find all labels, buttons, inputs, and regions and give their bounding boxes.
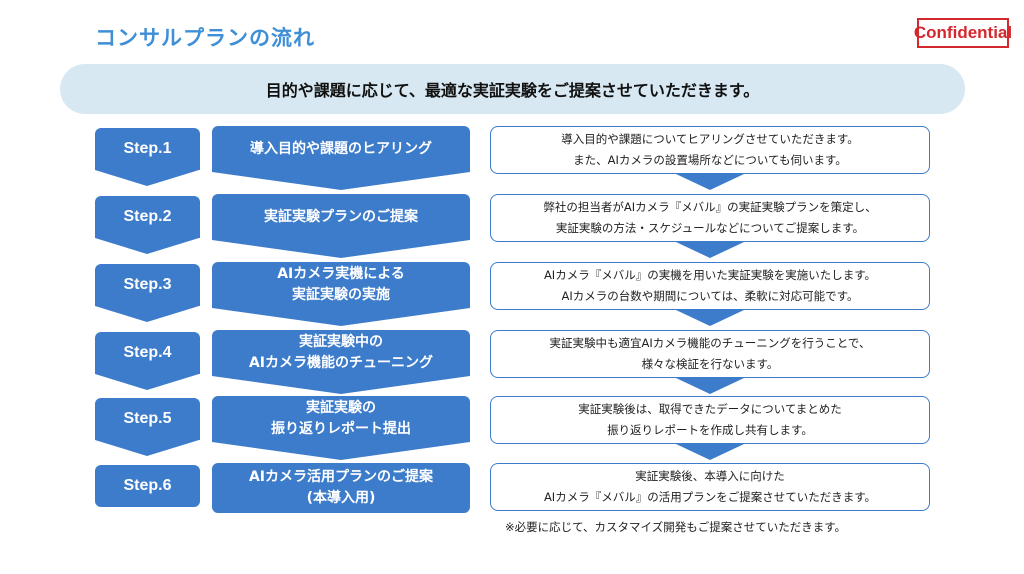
page-title: コンサルプランの流れ	[95, 26, 315, 50]
step-2-desc-arrow	[676, 242, 744, 258]
step-1-arrow	[95, 170, 199, 186]
step-1-desc-arrow	[676, 174, 744, 190]
step-2-phase-arrow	[212, 240, 470, 258]
step-5-arrow	[95, 440, 199, 456]
step-3-phase: AIカメラ実機による 実証実験の実施	[212, 262, 470, 308]
step-6-label: Step.6	[95, 465, 200, 507]
step-4-phase-arrow	[212, 376, 470, 394]
step-1-label: Step.1	[95, 128, 200, 170]
step-5-desc-arrow	[676, 444, 744, 460]
step-3-arrow	[95, 306, 199, 322]
step-5-phase: 実証実験の 振り返りレポート提出	[212, 396, 470, 442]
step-6-phase: AIカメラ活用プランのご提案 (本導入用)	[212, 463, 470, 513]
step-6-description: 実証実験後、本導入に向けた AIカメラ『メバル』の活用プランをご提案させていただ…	[490, 463, 930, 511]
intro-banner: 目的や課題に応じて、最適な実証実験をご提案させていただきます。	[60, 64, 965, 114]
step-3-phase-arrow	[212, 308, 470, 326]
step-3-desc-arrow	[676, 310, 744, 326]
banner-text: 目的や課題に応じて、最適な実証実験をご提案させていただきます。	[265, 81, 760, 100]
footnote: ※必要に応じて、カスタマイズ開発もご提案させていただきます。	[505, 520, 847, 534]
step-4-phase: 実証実験中の AIカメラ機能のチューニング	[212, 330, 470, 376]
step-2-description: 弊社の担当者がAIカメラ『メバル』の実証実験プランを策定し、 実証実験の方法・ス…	[490, 194, 930, 242]
step-2-phase: 実証実験プランのご提案	[212, 194, 470, 240]
confidential-stamp: Confidential	[914, 18, 1012, 48]
step-1-description: 導入目的や課題についてヒアリングさせていただきます。 また、AIカメラの設置場所…	[490, 126, 930, 174]
step-1-phase-arrow	[212, 172, 470, 190]
step-4-label: Step.4	[95, 332, 200, 374]
step-2-label: Step.2	[95, 196, 200, 238]
step-5-label: Step.5	[95, 398, 200, 440]
step-3-label: Step.3	[95, 264, 200, 306]
step-4-desc-arrow	[676, 378, 744, 394]
step-5-phase-arrow	[212, 442, 470, 460]
step-5-description: 実証実験後は、取得できたデータについてまとめた 振り返りレポートを作成し共有しま…	[490, 396, 930, 444]
step-3-description: AIカメラ『メバル』の実機を用いた実証実験を実施いたします。 AIカメラの台数や…	[490, 262, 930, 310]
step-4-arrow	[95, 374, 199, 390]
step-4-description: 実証実験中も適宜AIカメラ機能のチューニングを行うことで、 様々な検証を行ないま…	[490, 330, 930, 378]
step-1-phase: 導入目的や課題のヒアリング	[212, 126, 470, 172]
step-2-arrow	[95, 238, 199, 254]
